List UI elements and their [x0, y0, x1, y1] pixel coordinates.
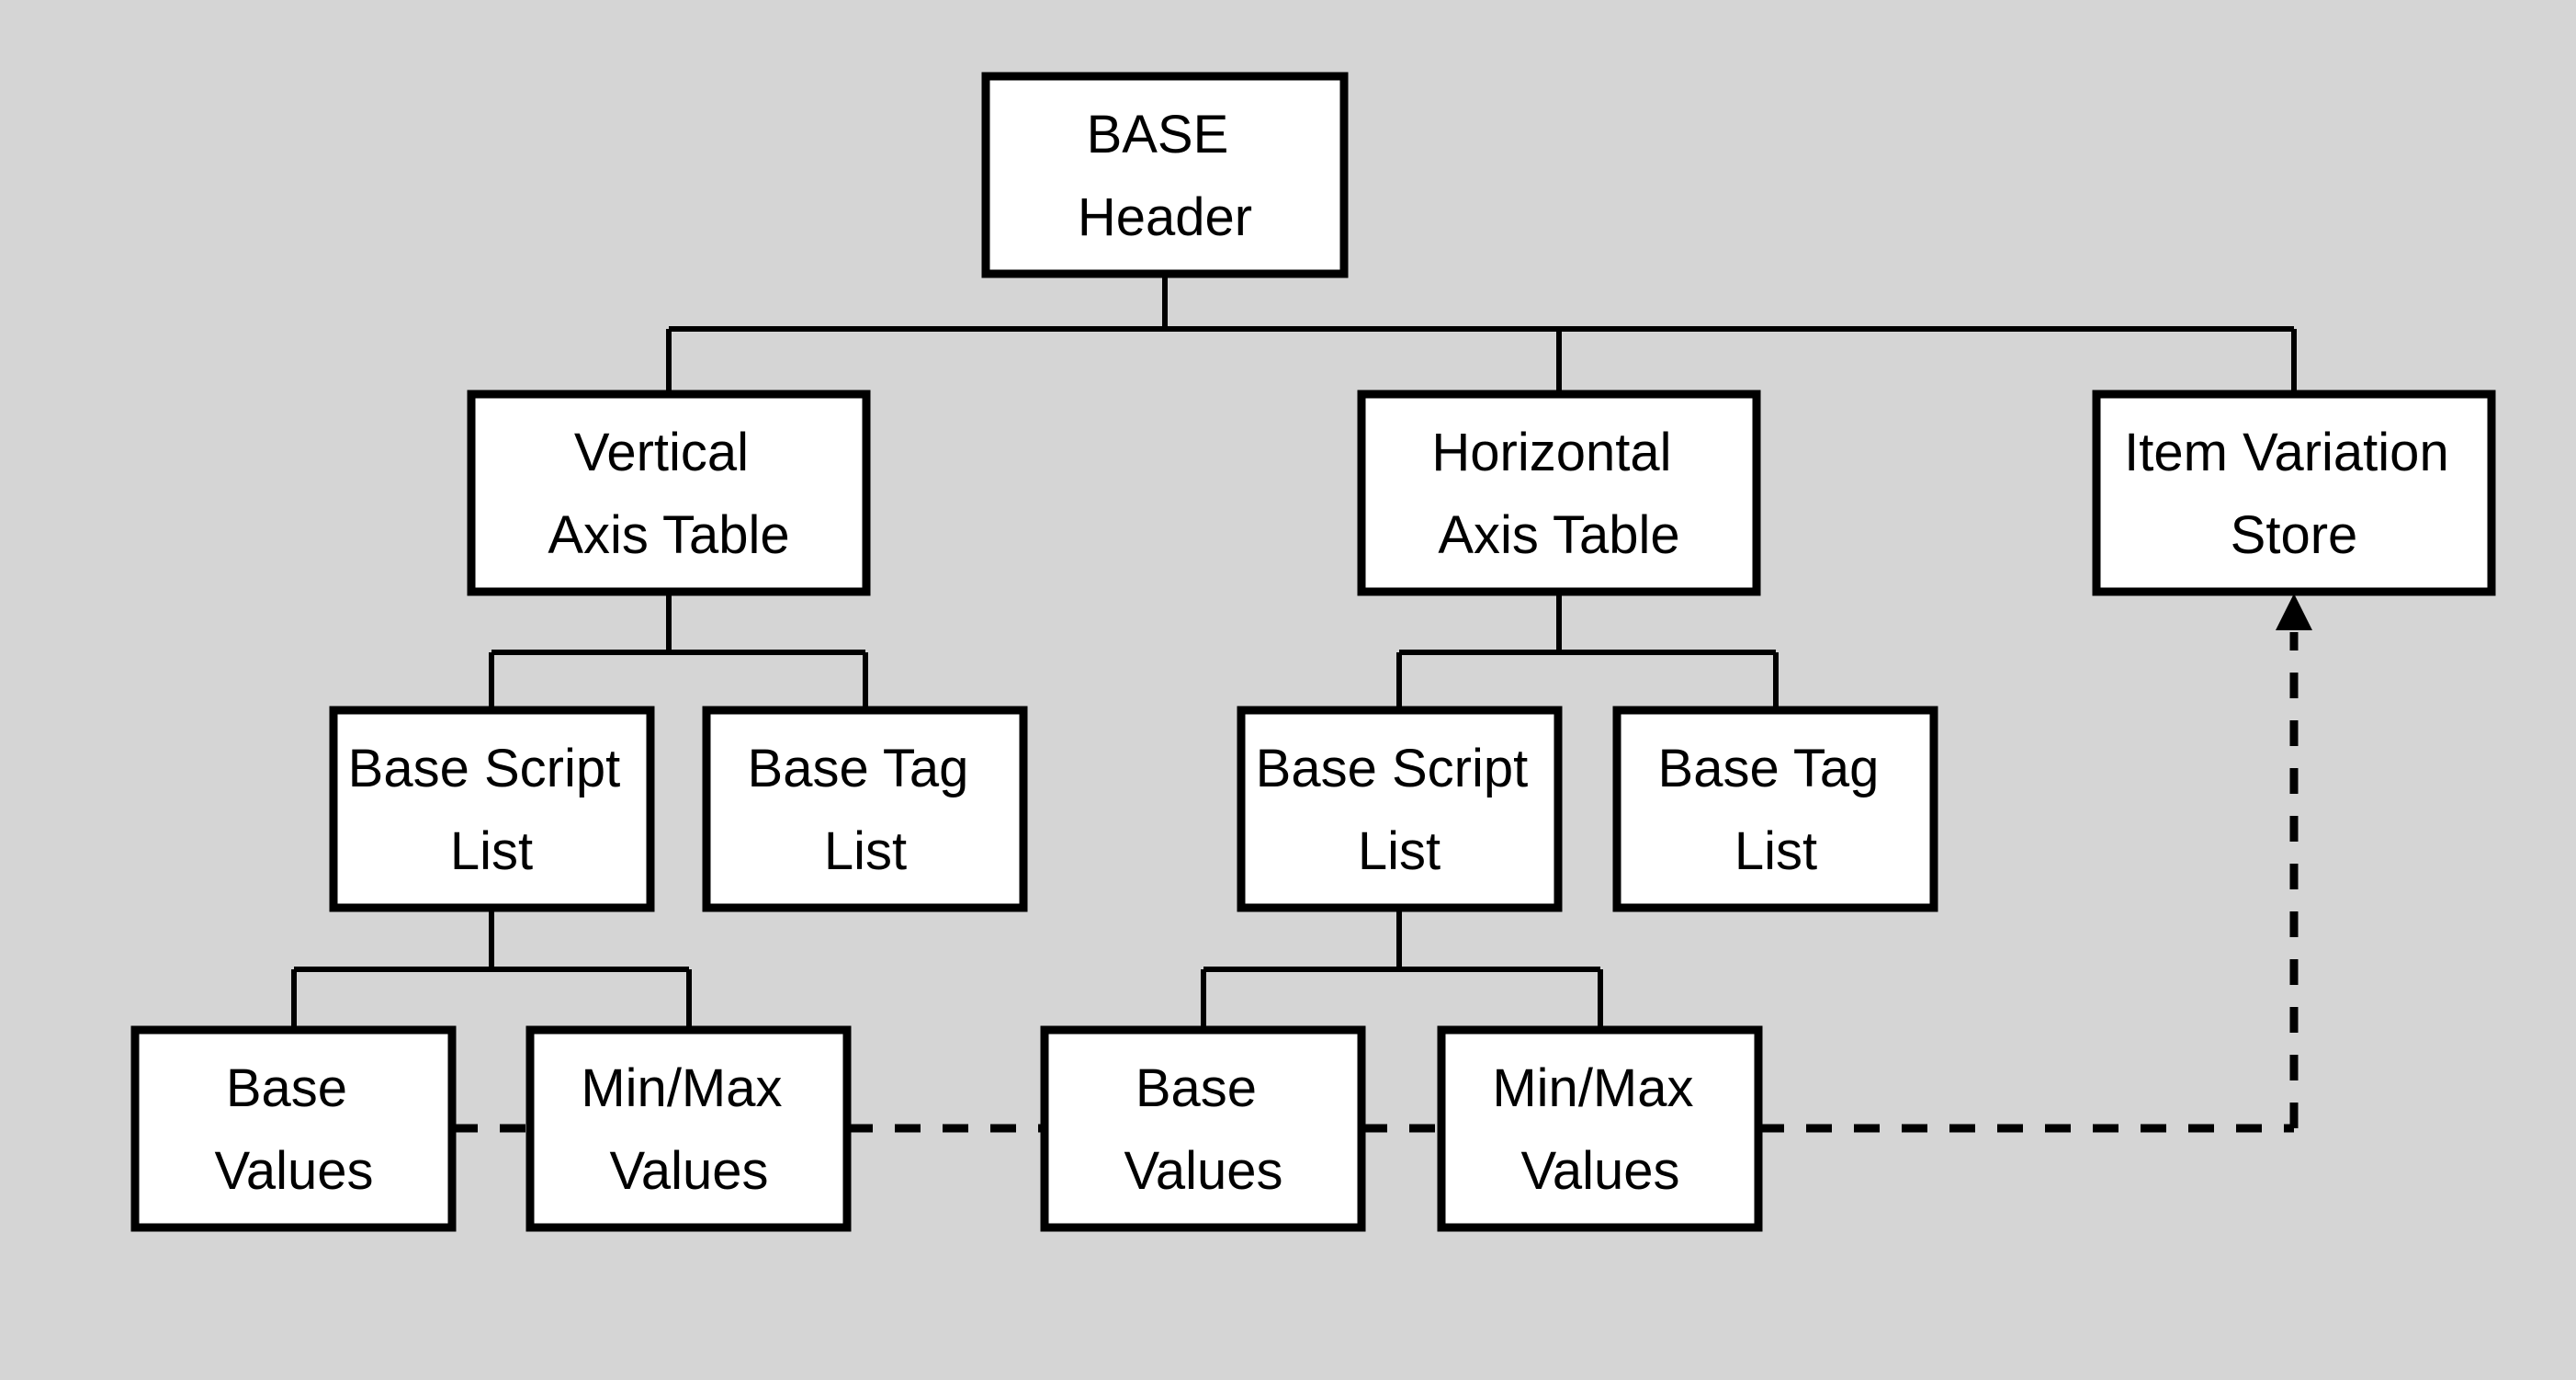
connector-vertical-axis-to-lists [489, 592, 868, 710]
node-base-header-box [981, 72, 1349, 278]
node-horizontal-base-tag-list-label: Base Tag List [1658, 739, 1894, 881]
dashed-reference-chain [452, 594, 2312, 1133]
node-item-variation-store: Item Variation Store [2092, 390, 2496, 596]
node-vertical-base-script-list: Base Script List [329, 706, 655, 912]
node-vertical-base-values-line2: Values [214, 1141, 373, 1201]
node-horizontal-base-tag-list-line1: Base Tag [1658, 739, 1880, 798]
node-horizontal-base-script-list-line2: List [1358, 821, 1441, 881]
node-horizontal-base-script-list-line1: Base Script [1256, 739, 1529, 798]
node-base-header-line1: BASE [1087, 105, 1229, 164]
node-item-variation-store-label: Item Variation Store [2124, 423, 2464, 565]
node-item-variation-store-line1: Item Variation [2124, 423, 2449, 482]
node-vertical-base-tag-list-label: Base Tag List [748, 739, 984, 881]
node-horizontal-base-values-box [1040, 1025, 1366, 1232]
node-vertical-base-values-label: Base Values [214, 1058, 373, 1201]
node-horizontal-minmax-values-label: Min/Max Values [1492, 1058, 1708, 1201]
connector-v-script-list-to-values [291, 908, 692, 1030]
node-horizontal-base-values-line2: Values [1124, 1141, 1282, 1201]
node-horizontal-base-tag-list-box [1612, 706, 1938, 912]
node-vertical-base-tag-list-line1: Base Tag [748, 739, 969, 798]
node-horizontal-axis-table-box [1357, 390, 1761, 596]
node-vertical-axis-table-line2: Axis Table [548, 505, 789, 565]
node-vertical-axis-table: Vertical Axis Table [467, 390, 871, 596]
connector-h-script-list-to-values [1201, 908, 1603, 1030]
node-horizontal-minmax-values-line1: Min/Max [1492, 1058, 1693, 1118]
node-base-header-line2: Header [1078, 187, 1252, 247]
node-base-header-label: BASE Header [1078, 105, 1252, 247]
node-vertical-minmax-values-line2: Values [609, 1141, 768, 1201]
node-horizontal-minmax-values-line2: Values [1520, 1141, 1679, 1201]
node-vertical-base-tag-list-box [702, 706, 1028, 912]
node-item-variation-store-box [2092, 390, 2496, 596]
node-horizontal-base-script-list-box [1237, 706, 1563, 912]
node-vertical-axis-table-label: Vertical Axis Table [548, 423, 789, 565]
node-base-header: BASE Header [981, 72, 1349, 278]
node-vertical-base-tag-list-line2: List [824, 821, 907, 881]
node-horizontal-minmax-values: Min/Max Values [1437, 1025, 1763, 1232]
node-vertical-minmax-values-label: Min/Max Values [581, 1058, 797, 1201]
node-horizontal-base-script-list: Base Script List [1237, 706, 1563, 912]
node-vertical-base-script-list-label: Base Script List [348, 739, 636, 881]
node-horizontal-base-tag-list-line2: List [1734, 821, 1817, 881]
node-horizontal-base-values-label: Base Values [1124, 1058, 1282, 1201]
node-vertical-base-tag-list: Base Tag List [702, 706, 1028, 912]
node-vertical-axis-table-line1: Vertical [574, 423, 749, 482]
node-vertical-base-values-box [130, 1025, 457, 1232]
node-item-variation-store-line2: Store [2231, 505, 2358, 565]
node-horizontal-minmax-values-box [1437, 1025, 1763, 1232]
connector-header-to-row2 [666, 274, 2297, 394]
node-horizontal-axis-table-label: Horizontal Axis Table [1431, 423, 1686, 565]
node-vertical-minmax-values-box [525, 1025, 852, 1232]
node-horizontal-base-tag-list: Base Tag List [1612, 706, 1938, 912]
node-horizontal-axis-table-line2: Axis Table [1438, 505, 1679, 565]
node-horizontal-base-script-list-label: Base Script List [1256, 739, 1543, 881]
node-vertical-base-script-list-box [329, 706, 655, 912]
node-vertical-base-values: Base Values [130, 1025, 457, 1232]
node-horizontal-axis-table-line1: Horizontal [1431, 423, 1671, 482]
node-horizontal-axis-table: Horizontal Axis Table [1357, 390, 1761, 596]
node-horizontal-base-values-line1: Base [1135, 1058, 1257, 1118]
node-vertical-base-script-list-line2: List [450, 821, 533, 881]
node-horizontal-base-values: Base Values [1040, 1025, 1366, 1232]
node-vertical-minmax-values-line1: Min/Max [581, 1058, 782, 1118]
connector-horizontal-axis-to-lists [1396, 592, 1779, 710]
up-arrowhead-icon [2276, 594, 2312, 630]
node-vertical-minmax-values: Min/Max Values [525, 1025, 852, 1232]
node-vertical-base-values-line1: Base [226, 1058, 347, 1118]
node-vertical-axis-table-box [467, 390, 871, 596]
node-vertical-base-script-list-line1: Base Script [348, 739, 621, 798]
